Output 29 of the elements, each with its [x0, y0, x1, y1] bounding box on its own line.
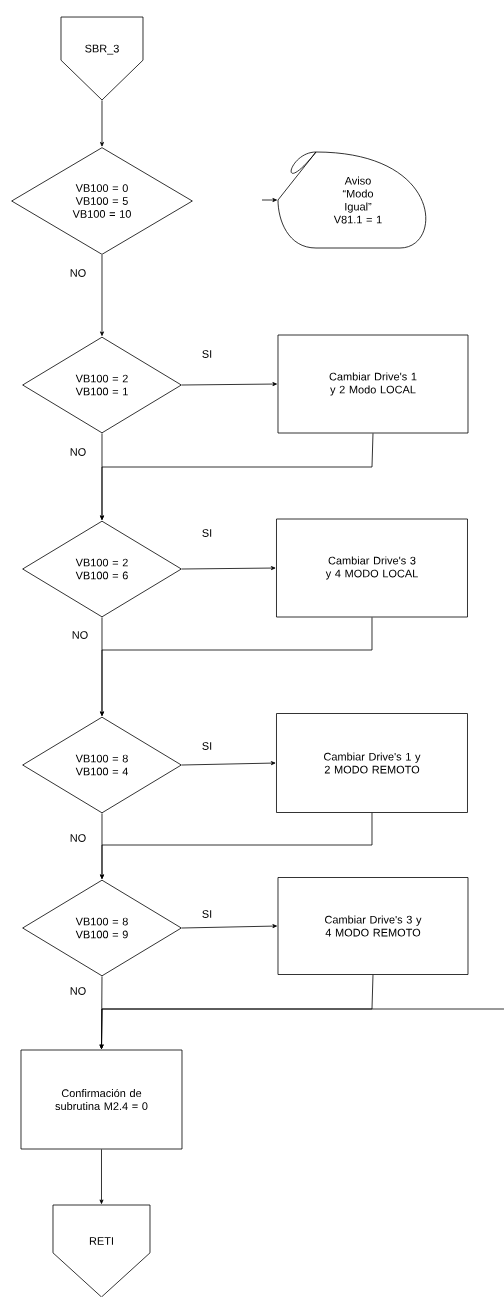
arrow	[100, 433, 374, 520]
edge-label: NO	[68, 833, 88, 843]
arrow	[100, 254, 104, 336]
edge-label: SI	[200, 528, 214, 538]
arrow	[99, 1149, 104, 1204]
arrow	[181, 382, 277, 387]
offpage-connector: SBR_3	[60, 16, 144, 101]
arrow	[100, 617, 373, 716]
arrow	[181, 566, 276, 571]
edge-label: NO	[68, 268, 88, 278]
process-box: Cambiar Drive's 3 y 4 MODO REMOTO	[277, 877, 469, 975]
arrow	[99, 1008, 504, 1049]
display-shape: Aviso “Modo Igual” V81.1 = 1	[277, 151, 426, 249]
edge-label: NO	[68, 447, 88, 457]
process-box: Cambiar Drive's 1 y 2 MODO REMOTO	[276, 713, 468, 813]
edge-label: SI	[200, 349, 214, 359]
process-box: Confirmación de subrutina M2.4 = 0	[20, 1049, 183, 1150]
arrow	[181, 924, 277, 929]
edge-label: NO	[68, 986, 88, 996]
edge-label: SI	[200, 909, 214, 919]
offpage-connector: RETI	[52, 1204, 151, 1297]
arrow	[261, 198, 277, 202]
arrow	[181, 761, 276, 766]
edge-label: SI	[200, 741, 214, 751]
arrow	[100, 812, 373, 879]
process-box: Cambiar Drive's 3 y 4 MODO LOCAL	[276, 518, 468, 618]
edge-label: NO	[70, 630, 90, 640]
process-box: Cambiar Drive's 1 y 2 Modo LOCAL	[277, 334, 469, 434]
arrow	[100, 100, 104, 147]
